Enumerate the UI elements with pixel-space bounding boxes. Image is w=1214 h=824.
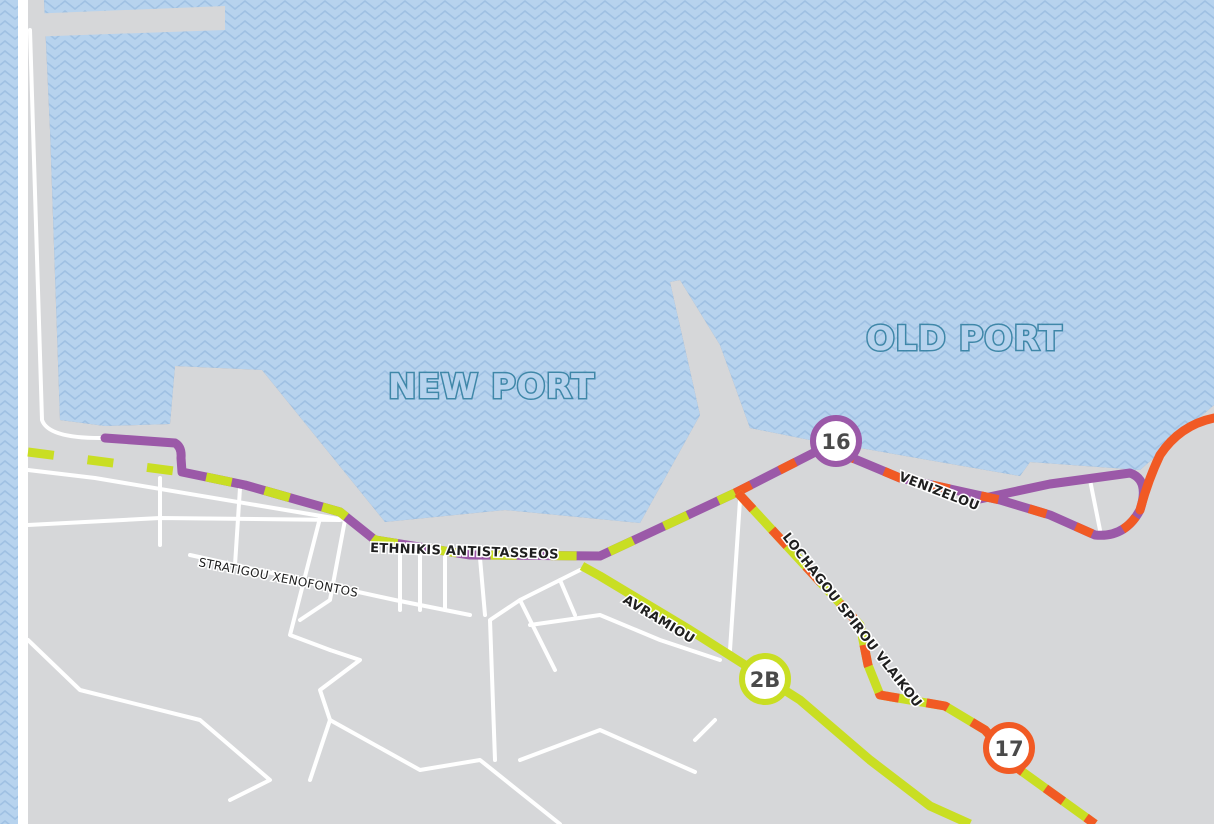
land-mass	[27, 0, 1214, 824]
route-orange-overlay	[732, 437, 1144, 540]
map-edge	[18, 0, 28, 824]
bus-stop-17[interactable]: 17	[983, 722, 1035, 774]
area-label-old-port: OLD PORT	[866, 319, 1063, 359]
bus-stop-17-label: 17	[994, 737, 1023, 761]
bus-stop-16-label: 16	[821, 430, 850, 454]
bus-stop-2b-label: 2B	[750, 668, 781, 692]
breakwater	[27, 6, 225, 37]
route-orange-east	[1135, 413, 1214, 515]
street-network	[26, 28, 1102, 824]
bus-stop-2b[interactable]: 2B	[739, 653, 791, 705]
bus-stop-16-marker	[810, 415, 862, 467]
bus-stop-17-marker	[983, 722, 1035, 774]
bus-stop-16[interactable]: 16	[810, 415, 862, 467]
bus-stop-2b-marker	[739, 653, 791, 705]
area-label-new-port: NEW PORT	[388, 367, 595, 407]
